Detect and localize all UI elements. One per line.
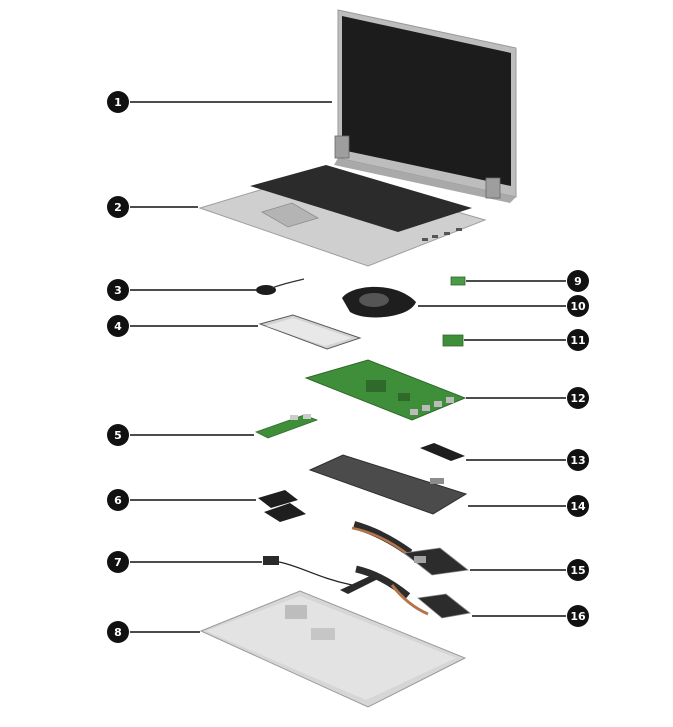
callout-2: 2 (107, 196, 198, 218)
callout-number: 13 (570, 454, 585, 467)
callout-7: 7 (107, 551, 262, 573)
callout-badge (567, 387, 589, 409)
bottom-cover (199, 590, 467, 708)
callout-number: 14 (570, 500, 586, 513)
callout-8: 8 (107, 621, 200, 643)
callout-number: 16 (570, 610, 586, 623)
callout-5: 5 (107, 424, 254, 446)
callout-badge (567, 495, 589, 517)
callout-badge (107, 196, 129, 218)
touchpad (258, 314, 362, 350)
wwan-module (450, 276, 466, 286)
callout-1: 1 (107, 91, 332, 113)
callout-badge (567, 449, 589, 471)
callout-number: 2 (114, 201, 122, 214)
callout-badge (107, 91, 129, 113)
callout-number: 7 (114, 556, 122, 569)
callout-badge (107, 621, 129, 643)
coin-battery (256, 278, 305, 295)
callout-number: 5 (114, 429, 122, 442)
heat-sink-uma (355, 565, 471, 619)
callout-number: 3 (114, 284, 122, 297)
solid-state-drive (420, 443, 465, 461)
callout-4: 4 (107, 315, 258, 337)
battery (308, 454, 468, 515)
callout-badge (567, 295, 589, 317)
callout-badge (107, 279, 129, 301)
callout-number: 4 (114, 320, 122, 333)
callout-badge (567, 559, 589, 581)
power-connector-cable (263, 556, 380, 594)
fan (342, 286, 416, 318)
callout-badge (107, 315, 129, 337)
callout-13: 13 (466, 449, 589, 471)
callout-number: 6 (114, 494, 122, 507)
callout-6: 6 (107, 489, 256, 511)
display-assembly (334, 9, 517, 203)
speakers (258, 490, 306, 522)
callout-badge (567, 605, 589, 627)
callout-10: 10 (418, 295, 589, 317)
usb-board (254, 414, 319, 439)
top-cover-keyboard (198, 165, 487, 267)
callout-badge (567, 329, 589, 351)
system-board (304, 359, 467, 421)
callout-12: 12 (466, 387, 589, 409)
callout-15: 15 (470, 559, 589, 581)
callout-badge (107, 551, 129, 573)
callout-14: 14 (468, 495, 589, 517)
callout-number: 11 (570, 334, 585, 347)
callout-number: 8 (114, 626, 122, 639)
callout-3: 3 (107, 279, 256, 301)
callout-badge (107, 424, 129, 446)
callout-number: 9 (574, 275, 582, 288)
callout-number: 1 (114, 96, 122, 109)
callout-badge (567, 270, 589, 292)
callout-number: 10 (570, 300, 586, 313)
callout-badge (107, 489, 129, 511)
callout-9: 9 (466, 270, 589, 292)
callout-number: 15 (570, 564, 585, 577)
callout-16: 16 (472, 605, 589, 627)
heat-sink-discrete (351, 521, 469, 576)
wlan-module (442, 334, 464, 347)
callout-number: 12 (570, 392, 585, 405)
callout-11: 11 (464, 329, 589, 351)
